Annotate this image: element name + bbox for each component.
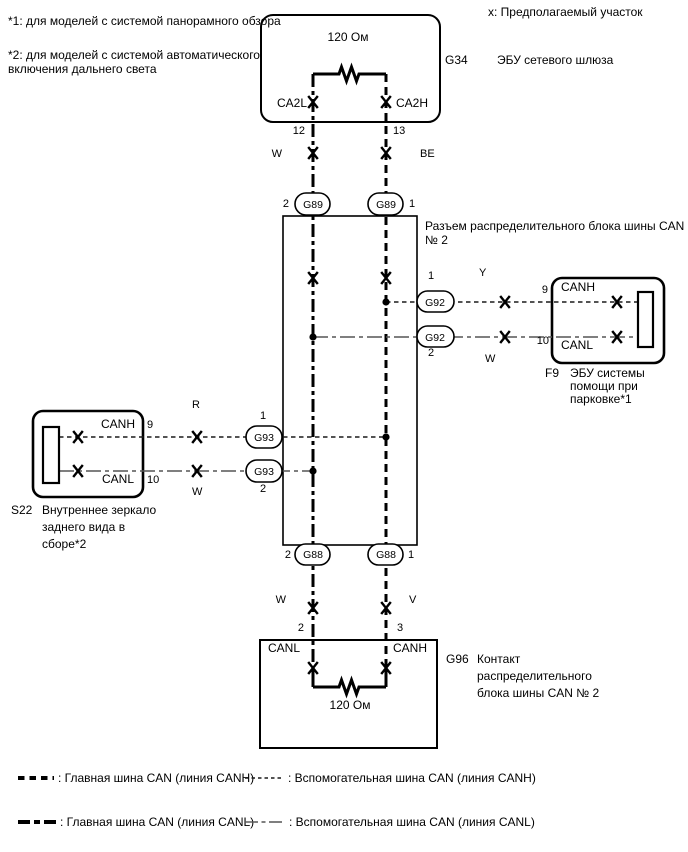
legend-aux-canl-label: : Вспомогательная шина CAN (линия CANL) [289, 815, 535, 829]
gateway-id: G34 [445, 53, 468, 67]
s22-pin-9: 9 [147, 419, 153, 431]
parking-ecu-id: F9 [545, 366, 559, 380]
junction-dot [309, 333, 317, 341]
g93-pin-1: 1 [260, 410, 266, 422]
terminal-block-name-line3: блока шины CAN № 2 [477, 686, 599, 700]
g88-pin-2: 2 [285, 549, 291, 561]
x-mark-icon [71, 429, 85, 445]
parking-ecu-name-line1: ЭБУ системы [570, 366, 645, 380]
junction-connector-name-line1: Разъем распределительного блока шины CAN [425, 219, 684, 233]
g88-pin-1: 1 [408, 549, 414, 561]
connector-g92-bottom-label: G92 [425, 332, 445, 344]
gateway-pin-12: 12 [293, 125, 305, 137]
mirror-box [31, 409, 145, 499]
mirror-name-line2: заднего вида в [42, 520, 125, 534]
g96-pin-3: 3 [397, 622, 403, 634]
g96-pin-2: 2 [298, 622, 304, 634]
parking-ecu-box [550, 276, 666, 365]
mirror-id: S22 [11, 503, 33, 517]
wire-color-be-top: BE [420, 148, 435, 160]
junction-dot [382, 433, 390, 441]
terminal-block-id: G96 [446, 652, 469, 666]
connector-g92-top [416, 290, 455, 313]
junction-dot [309, 467, 317, 475]
connector-g89-right [367, 192, 404, 216]
mirror-name-line1: Внутреннее зеркало [42, 503, 156, 517]
mirror-connector-bar [41, 425, 61, 485]
gateway-name: ЭБУ сетевого шлюза [497, 53, 614, 67]
connector-g88-right [367, 543, 404, 566]
x-mark-legend-note: x: Предполагаемый участок [488, 5, 643, 19]
junction-connector-box [282, 215, 418, 546]
terminal-block-name-line1: Контакт [477, 652, 521, 666]
wire-color-y: Y [479, 267, 487, 279]
terminal-resistor-value: 120 Ом [330, 698, 371, 712]
parking-ecu-connector-bar [636, 290, 655, 349]
gateway-ecu-box [260, 14, 441, 123]
s22-pin-10: 10 [147, 474, 159, 486]
gateway-resistor [313, 62, 386, 86]
connector-g93-top [245, 425, 283, 449]
mirror-name-line3: сборе*2 [42, 537, 87, 551]
connector-g92-top-label: G92 [425, 297, 445, 309]
x-mark-icon [190, 429, 204, 445]
connector-g93-bottom [245, 459, 283, 483]
parking-ecu-name-line2: помощи при [570, 379, 638, 393]
gateway-pin-13: 13 [393, 125, 405, 137]
g96-canh-label: CANH [393, 641, 427, 655]
gateway-resistor-value: 120 Ом [328, 30, 369, 44]
connector-g89-right-label: G89 [376, 199, 396, 211]
gateway-terminal-ca2l: CA2L [277, 96, 307, 110]
g89-pin-2: 2 [283, 198, 289, 210]
wire-color-w-g93: W [192, 486, 203, 498]
connector-g88-left [294, 543, 331, 566]
f9-pin-10: 10 [537, 335, 549, 347]
footnote-2-line2: включения дальнего света [8, 62, 157, 76]
legend-main-canl-label: : Главная шина CAN (линия CANL) [60, 815, 254, 829]
junction-dot [382, 298, 390, 306]
g96-canl-label: CANL [268, 641, 300, 655]
terminal-block-name-line2: распределительного [477, 669, 592, 683]
g89-pin-1: 1 [409, 198, 415, 210]
s22-canh-label: CANH [101, 417, 135, 431]
connector-g88-left-label: G88 [303, 549, 323, 561]
connector-g89-left [294, 192, 331, 216]
wire-color-w-top: W [272, 148, 283, 160]
legend-aux-canh-label: : Вспомогательная шина CAN (линия CANH) [288, 771, 536, 785]
wire-color-w-g92: W [485, 353, 496, 365]
legend-main-canh-label: : Главная шина CAN (линия CANH) [58, 771, 254, 785]
wire-color-r: R [192, 399, 200, 411]
f9-canl-label: CANL [561, 338, 593, 352]
connector-g92-bottom [416, 325, 455, 348]
f9-pin-9: 9 [542, 284, 548, 296]
terminal-resistor [313, 675, 386, 699]
connector-g89-left-label: G89 [303, 199, 323, 211]
connector-g93-top-label: G93 [254, 432, 274, 444]
s22-canl-label: CANL [102, 472, 134, 486]
junction-connector-name-line2: № 2 [425, 233, 448, 247]
g93-pin-2: 2 [260, 483, 266, 495]
g92-pin-2: 2 [428, 347, 434, 359]
footnote-1: *1: для моделей с системой панорамного о… [8, 14, 281, 28]
f9-canh-label: CANH [561, 280, 595, 294]
footnote-2-line1: *2: для моделей с системой автоматическо… [8, 48, 260, 62]
wire-color-v-bottom: V [409, 594, 417, 606]
connector-g93-bottom-label: G93 [254, 466, 274, 478]
terminal-resistor-leads [311, 668, 388, 687]
gateway-terminal-ca2h: CA2H [396, 96, 428, 110]
connector-g88-right-label: G88 [376, 549, 396, 561]
terminal-block-box [259, 639, 438, 749]
parking-ecu-name-line3: парковке*1 [570, 392, 632, 406]
g92-pin-1: 1 [428, 270, 434, 282]
wire-color-w-bottom: W [276, 594, 287, 606]
